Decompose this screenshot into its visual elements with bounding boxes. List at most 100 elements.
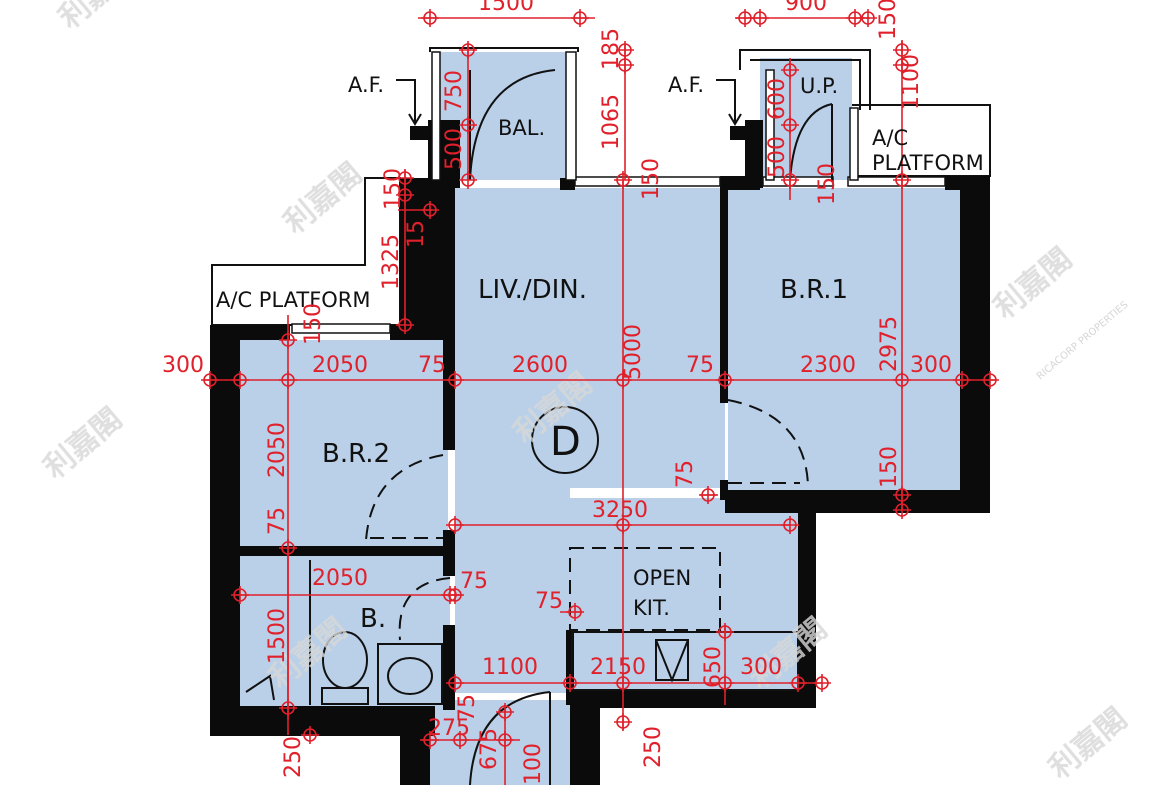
dim-5000: 5000 [621, 324, 646, 380]
watermark-1: 利嘉閣 [278, 156, 369, 241]
dimension-marker-cross [231, 586, 249, 604]
dim-1100-up: 1100 [899, 54, 924, 110]
doors [365, 69, 833, 785]
wall-bath-east-1 [443, 556, 455, 576]
ac-platform-right-outline [852, 104, 991, 177]
dim-2300: 2300 [800, 353, 856, 378]
dimension-marker-cross [451, 731, 469, 749]
dim-900-top: 900 [785, 0, 827, 16]
corridor-area [455, 488, 570, 693]
label-bedroom-2: B.R.2 [322, 439, 390, 469]
fixtures [245, 406, 799, 705]
dimension-marker-cross [396, 186, 414, 204]
wall-bath-east-2 [443, 625, 455, 710]
dim-75-kit: 75 [535, 589, 563, 614]
dimension-marker-cross [893, 171, 911, 189]
dimension-marker-cross [396, 316, 414, 334]
dim-150-plat: 150 [301, 303, 326, 345]
dimension-marker-cross [614, 371, 632, 389]
dimension-marker-cross [716, 623, 734, 641]
dim-600: 600 [765, 78, 790, 120]
label-ac-platform-left: A/C PLATFORM [216, 288, 371, 312]
kitchen-sink-x [655, 639, 689, 683]
central-area [455, 388, 725, 488]
door-bath [398, 577, 451, 641]
window-br2 [291, 323, 391, 334]
dim-750: 750 [442, 70, 467, 112]
dimension-marker-cross [614, 516, 632, 534]
window-br1-1 [762, 176, 834, 187]
dimension-marker-cross [571, 9, 589, 27]
kitchen-counter [571, 631, 799, 691]
wall-south-left [210, 706, 435, 736]
label-living-dining: LIV./DIN. [478, 275, 587, 305]
dimension-marker-cross [716, 674, 734, 692]
dimension-marker-cross [441, 586, 459, 604]
dimension-marker-cross [614, 713, 632, 731]
watermark-2: 利嘉閣 [988, 241, 1079, 326]
bedroom-2-area [240, 340, 448, 548]
dimension-marker-cross [446, 371, 464, 389]
wall-br1-south [725, 490, 990, 513]
dimension-marker-cross [421, 201, 439, 219]
dimension-marker-cross [813, 674, 831, 692]
dimension-marker-cross [279, 371, 297, 389]
dimension-marker-cross [981, 371, 999, 389]
wall-br1-west [720, 188, 728, 403]
shower-head [245, 674, 275, 701]
dim-75-bath: 75 [460, 569, 488, 594]
balcony-rail [429, 47, 579, 52]
wall-ac-post [400, 178, 455, 340]
wall-br2-south [240, 546, 455, 556]
window-up-right [849, 107, 859, 181]
dim-675: 675 [477, 728, 502, 770]
dim-2975: 2975 [877, 316, 902, 372]
wall-kit-west [566, 630, 574, 705]
dim-3250: 3250 [592, 498, 648, 523]
dim-300-kit: 300 [740, 655, 782, 680]
dimension-marker-cross [566, 603, 584, 621]
wall-west-outer [210, 325, 240, 735]
dimension-marker-cross [561, 674, 579, 692]
label-bedroom-1: B.R.1 [780, 275, 848, 305]
dimension-marker-cross [781, 116, 799, 134]
dimension-marker-cross [789, 674, 807, 692]
dim-300-right: 300 [910, 353, 952, 378]
dim-2150: 2150 [590, 655, 646, 680]
window-up-left [765, 69, 775, 181]
dim-150-br1: 150 [877, 446, 902, 488]
watermark-6: 利嘉閣 [1043, 701, 1134, 785]
dimension-marker-cross [201, 371, 219, 389]
dimension-marker-cross [459, 116, 477, 134]
dimension-marker-cross [459, 41, 477, 59]
dim-75-a: 75 [418, 353, 446, 378]
dimension-labels: 1500 900 150 185 750 1065 500 150 600 11… [162, 0, 952, 785]
label-open-kitchen-line2: KIT. [633, 596, 670, 620]
dim-75-b: 75 [686, 353, 714, 378]
toilet-bowl [322, 631, 368, 689]
dim-15: 15 [404, 220, 429, 248]
dimension-marker-cross [496, 731, 514, 749]
label-utility-platform: U.P. [800, 74, 838, 98]
dim-500-bal: 500 [442, 128, 467, 170]
dim-275: 275 [428, 716, 470, 741]
dimension-marker-cross [616, 56, 634, 74]
dimension-marker-cross [953, 371, 971, 389]
dimension-marker-cross [231, 371, 249, 389]
window-living [574, 176, 721, 187]
label-balcony: BAL. [498, 116, 545, 140]
door-entry [469, 691, 551, 785]
dim-1500-bath: 1500 [265, 608, 290, 664]
dimension-marker-cross [301, 726, 319, 744]
dim-1100-mid: 1100 [482, 655, 538, 680]
dim-2050-vert: 2050 [265, 422, 290, 478]
dim-75-br2: 75 [265, 507, 290, 535]
door-br1 [727, 399, 809, 486]
watermark-8: 利嘉閣 [53, 0, 144, 36]
af-arrow-left [396, 79, 422, 126]
af-arrow-right [716, 79, 742, 126]
dim-185: 185 [599, 28, 624, 70]
label-ac-platform-right-line2: PLATFORM [872, 151, 984, 175]
dimension-marker-cross [893, 56, 911, 74]
